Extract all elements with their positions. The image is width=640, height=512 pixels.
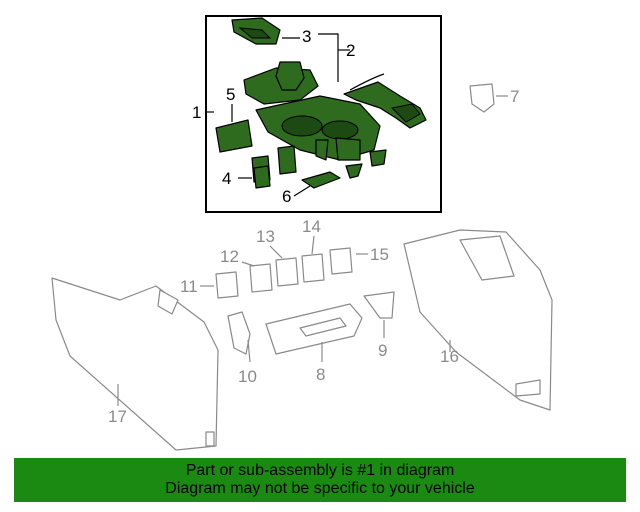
part-11-switch[interactable]	[215, 271, 239, 299]
part-15-switch[interactable]	[329, 247, 353, 275]
label-2: 2	[346, 41, 355, 60]
part-4-switches[interactable]	[251, 145, 297, 189]
parts-diagram: 1 2 3 4 5 6 7 8 9 10 11 12 13 14 15 16 1…	[51, 15, 553, 451]
banner-line-2: Diagram may not be specific to your vehi…	[165, 480, 475, 497]
label-6: 6	[282, 187, 291, 206]
part-16-right-panel[interactable]	[403, 229, 553, 411]
label-13: 13	[256, 227, 275, 246]
part-14-switch[interactable]	[301, 253, 325, 283]
part-12-switch[interactable]	[249, 263, 273, 293]
part-3-cover[interactable]	[231, 17, 281, 45]
label-11: 11	[180, 277, 198, 296]
label-3: 3	[302, 27, 311, 46]
info-banner: Part or sub-assembly is #1 in diagram Di…	[14, 458, 626, 502]
part-9-trim[interactable]	[363, 291, 395, 319]
part-17-left-panel[interactable]	[51, 277, 219, 451]
part-13-switch[interactable]	[275, 257, 299, 287]
part-7-shift-knob[interactable]	[469, 83, 495, 113]
label-1: 1	[192, 103, 201, 122]
label-15: 15	[370, 245, 389, 264]
part-8-tray[interactable]	[265, 303, 363, 355]
label-4: 4	[222, 169, 231, 188]
label-14: 14	[302, 217, 321, 236]
banner-line-1: Part or sub-assembly is #1 in diagram	[185, 462, 455, 479]
label-5: 5	[226, 85, 235, 104]
label-12: 12	[220, 247, 239, 266]
part-2-console-assembly[interactable]	[243, 61, 427, 161]
part-6-pad[interactable]	[301, 149, 387, 189]
label-8: 8	[316, 365, 325, 384]
label-10: 10	[238, 367, 257, 386]
part-10-bracket[interactable]	[227, 311, 251, 355]
label-9: 9	[378, 341, 387, 360]
assembly-1-frame	[205, 15, 442, 213]
label-17: 17	[108, 407, 127, 426]
label-16: 16	[440, 347, 459, 366]
part-5-module[interactable]	[215, 119, 253, 153]
label-7: 7	[510, 87, 519, 106]
